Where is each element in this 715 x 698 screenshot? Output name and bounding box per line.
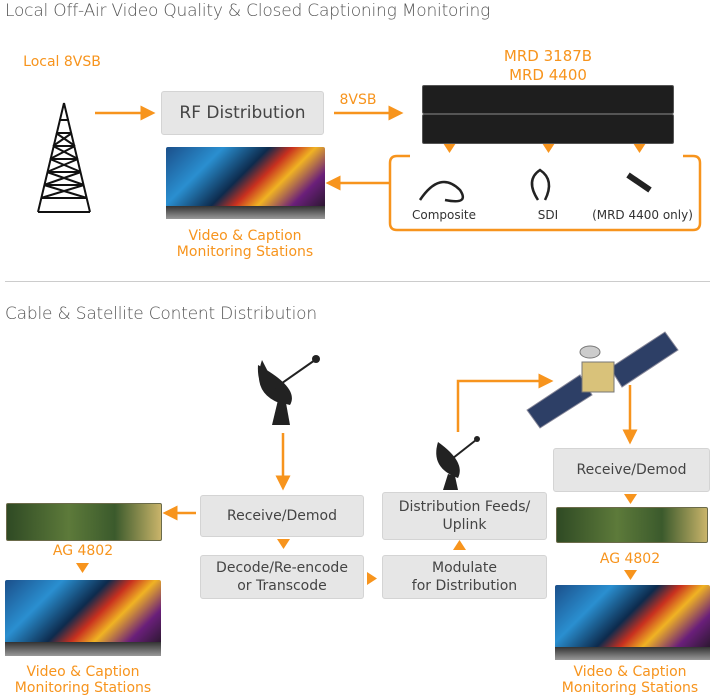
monitoring-wall-image bbox=[5, 580, 161, 656]
output-composite: Composite bbox=[411, 208, 477, 222]
device-label: MRD 4400 bbox=[509, 66, 587, 84]
label-line: Modulate bbox=[432, 560, 497, 576]
arrow-uplink-to-satellite bbox=[456, 373, 554, 432]
label-line: Uplink bbox=[442, 517, 487, 533]
distribution-box: Distribution Feeds/Uplink bbox=[382, 492, 547, 540]
satellite-icon bbox=[526, 331, 679, 429]
label-line: Video & Caption bbox=[188, 228, 302, 244]
label-line: Distribution Feeds/ bbox=[398, 499, 531, 515]
source-label: Local 8VSB bbox=[23, 54, 101, 70]
rf-distribution-box: RF Distribution bbox=[161, 91, 324, 135]
tower-icon bbox=[37, 102, 91, 213]
device-label: MRD 3187B bbox=[503, 47, 593, 65]
section-title: Cable & Satellite Content Distribution bbox=[5, 304, 317, 324]
triangle-down bbox=[277, 539, 290, 549]
device-labels: MRD 3187B MRD 4400 bbox=[478, 47, 618, 85]
outputs-bracket bbox=[388, 154, 702, 232]
label-line: or Transcode bbox=[237, 578, 327, 594]
label-line: Video & Caption bbox=[26, 664, 140, 680]
monitoring-wall-image bbox=[166, 147, 325, 219]
receive-demod-box-right: Receive/Demod bbox=[553, 448, 710, 492]
triangle-down bbox=[624, 570, 637, 580]
triangle-right bbox=[367, 572, 377, 585]
modulate-box: Modulate for Distribution bbox=[382, 555, 547, 599]
decode-box: Decode/Re-encode or Transcode bbox=[200, 555, 364, 599]
label-line: Monitoring Stations bbox=[14, 680, 152, 696]
uplink-dish-icon bbox=[436, 436, 480, 490]
ag-4802-card-image bbox=[6, 503, 162, 541]
cables-icon bbox=[418, 168, 652, 203]
section-title: Local Off-Air Video Quality & Closed Cap… bbox=[5, 1, 491, 21]
ag-label: AG 4802 bbox=[599, 551, 661, 567]
label-line: Decode/Re-encode bbox=[216, 560, 348, 576]
triangle-down bbox=[542, 143, 555, 153]
stations-label: Video & Caption Monitoring Stations bbox=[0, 664, 166, 696]
ag-label: AG 4802 bbox=[52, 543, 114, 559]
output-hdmi: (MRD 4400 only) bbox=[592, 208, 693, 222]
stations-label: Video & Caption Monitoring Stations bbox=[545, 664, 715, 696]
triangle-up bbox=[453, 540, 466, 550]
label-line: Video & Caption bbox=[573, 664, 687, 680]
mrd-4400-unit bbox=[422, 114, 674, 144]
label-line: Monitoring Stations bbox=[561, 680, 699, 696]
ag-4802-card-image bbox=[556, 507, 708, 543]
triangle-down bbox=[443, 143, 456, 153]
output-sdi: SDI bbox=[537, 208, 559, 222]
stations-label: Video & Caption Monitoring Stations bbox=[160, 228, 330, 260]
mrd-3187b-unit bbox=[422, 85, 674, 114]
label-line: for Distribution bbox=[411, 578, 518, 594]
satellite-dish-icon bbox=[257, 355, 320, 425]
receive-demod-box: Receive/Demod bbox=[200, 495, 364, 537]
triangle-down bbox=[76, 563, 89, 573]
triangle-down bbox=[633, 143, 646, 153]
label-line: Monitoring Stations bbox=[176, 244, 314, 260]
section-divider bbox=[5, 281, 710, 282]
monitoring-wall-image bbox=[555, 585, 710, 660]
triangle-down bbox=[624, 494, 637, 504]
link-label: 8VSB bbox=[339, 92, 377, 108]
